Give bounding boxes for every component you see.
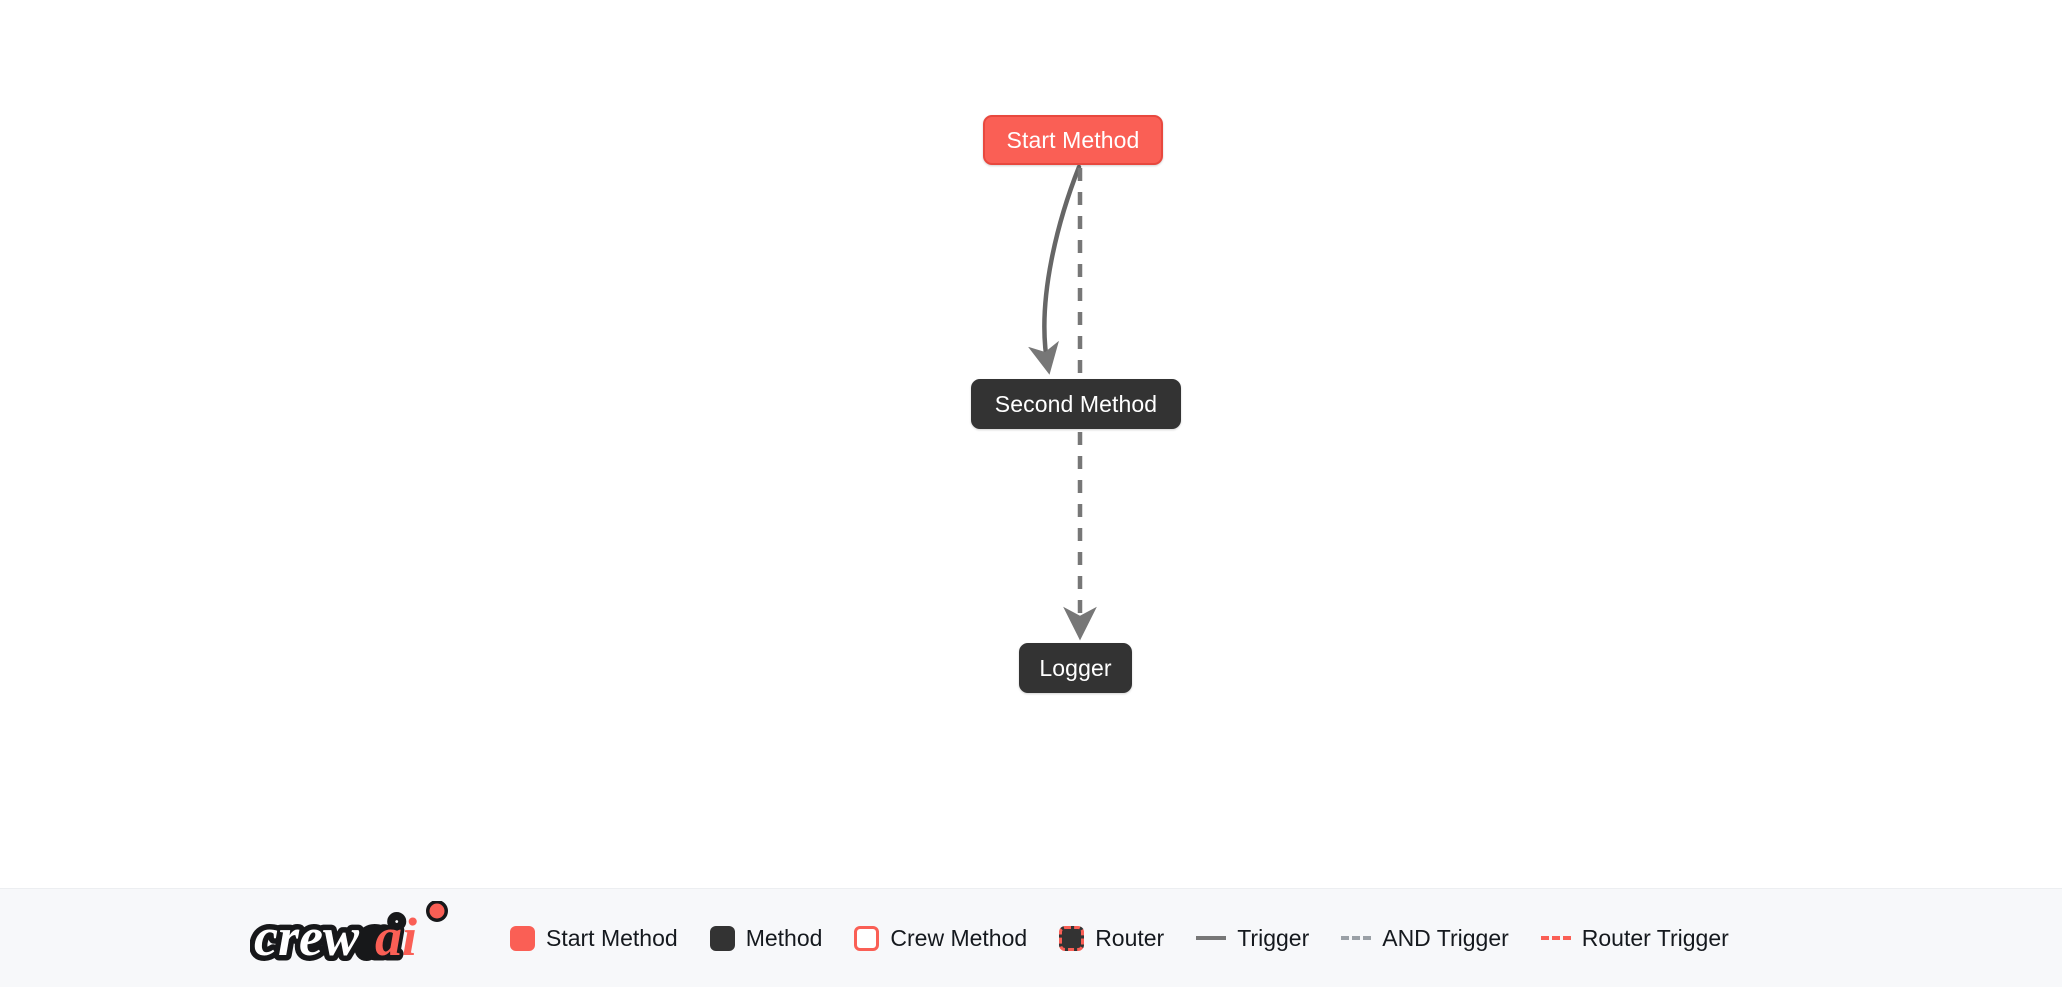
- legend-item-label: Start Method: [546, 924, 678, 951]
- legend-item-start-method: Start Method: [510, 925, 678, 952]
- trigger-line-icon: [1196, 936, 1227, 940]
- legend-item-label: Router Trigger: [1581, 924, 1729, 951]
- router-swatch-icon: [1059, 925, 1085, 951]
- crewai-logo-crew: crew: [254, 907, 360, 967]
- legend-item-router-trigger: Router Trigger: [1540, 924, 1729, 952]
- flow-node-label: Second Method: [994, 390, 1158, 417]
- flow-node-label: Start Method: [1006, 126, 1140, 153]
- flow-node-label: Logger: [1039, 654, 1112, 681]
- crewai-logo: crewai crew ai: [250, 901, 448, 973]
- crewai-logo-dot: [429, 903, 445, 919]
- legend-item-label: Method: [745, 924, 823, 951]
- crew-method-swatch-icon: [854, 925, 880, 951]
- and-trigger-line-icon: [1341, 936, 1372, 940]
- legend-item-trigger: Trigger: [1196, 925, 1309, 952]
- flow-node-logger[interactable]: Logger: [1019, 643, 1132, 693]
- legend-bar: crewai crew ai Start Method Method Crew …: [0, 888, 2062, 987]
- flow-canvas[interactable]: Start Method Second Method Logger: [0, 0, 2062, 888]
- legend-item-label: Router: [1095, 924, 1165, 951]
- flow-node-start-method[interactable]: Start Method: [983, 115, 1163, 165]
- crewai-logo-ai: ai: [375, 907, 417, 967]
- start-method-swatch-icon: [510, 925, 535, 951]
- router-trigger-line-icon: [1540, 936, 1571, 940]
- legend-item-router: Router: [1059, 925, 1164, 952]
- legend-item-label: AND Trigger: [1382, 924, 1509, 951]
- edge-trigger-start-to-second: [1028, 164, 1082, 375]
- legend-item-method: Method: [709, 924, 823, 952]
- legend-item-label: Crew Method: [890, 924, 1028, 951]
- legend-item-label: Trigger: [1237, 924, 1310, 951]
- edge-layer: [1028, 164, 1097, 641]
- legend-item-and-trigger: AND Trigger: [1341, 925, 1509, 952]
- crewai-logo-outline: crewai: [254, 907, 401, 967]
- flow-node-second-method[interactable]: Second Method: [971, 379, 1181, 429]
- legend-item-crew-method: Crew Method: [854, 925, 1027, 952]
- method-swatch-icon: [709, 925, 735, 951]
